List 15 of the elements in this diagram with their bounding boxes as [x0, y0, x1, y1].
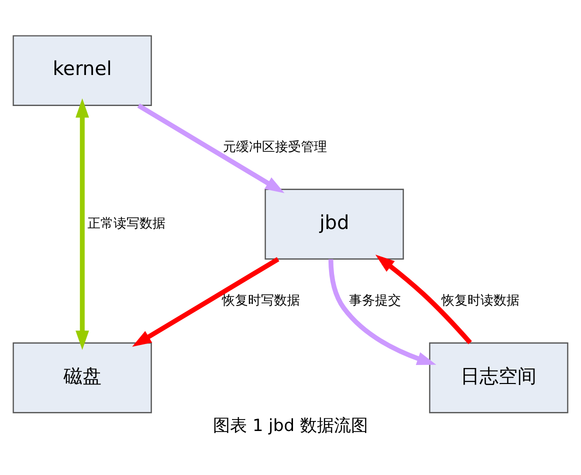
arrow: [328, 258, 436, 364]
arrow: [132, 256, 280, 346]
node-box: 磁盘: [12, 342, 152, 413]
edge-label: 正常读写数据: [88, 216, 166, 232]
arrow: [375, 254, 472, 344]
node-box: jbd: [264, 188, 404, 260]
arrow: [137, 102, 284, 193]
caption: 图表 1 jbd 数据流图: [213, 414, 368, 434]
edge-label: 恢复时写数据: [222, 292, 300, 308]
edge-label: 恢复时读数据: [442, 292, 520, 308]
edge-label: 元缓冲区接受管理: [222, 139, 327, 154]
node-box: kernel: [12, 34, 152, 106]
node-box: 日志空间: [429, 342, 568, 413]
arrow: [76, 98, 90, 350]
edge-label: 事务提交: [349, 292, 402, 308]
